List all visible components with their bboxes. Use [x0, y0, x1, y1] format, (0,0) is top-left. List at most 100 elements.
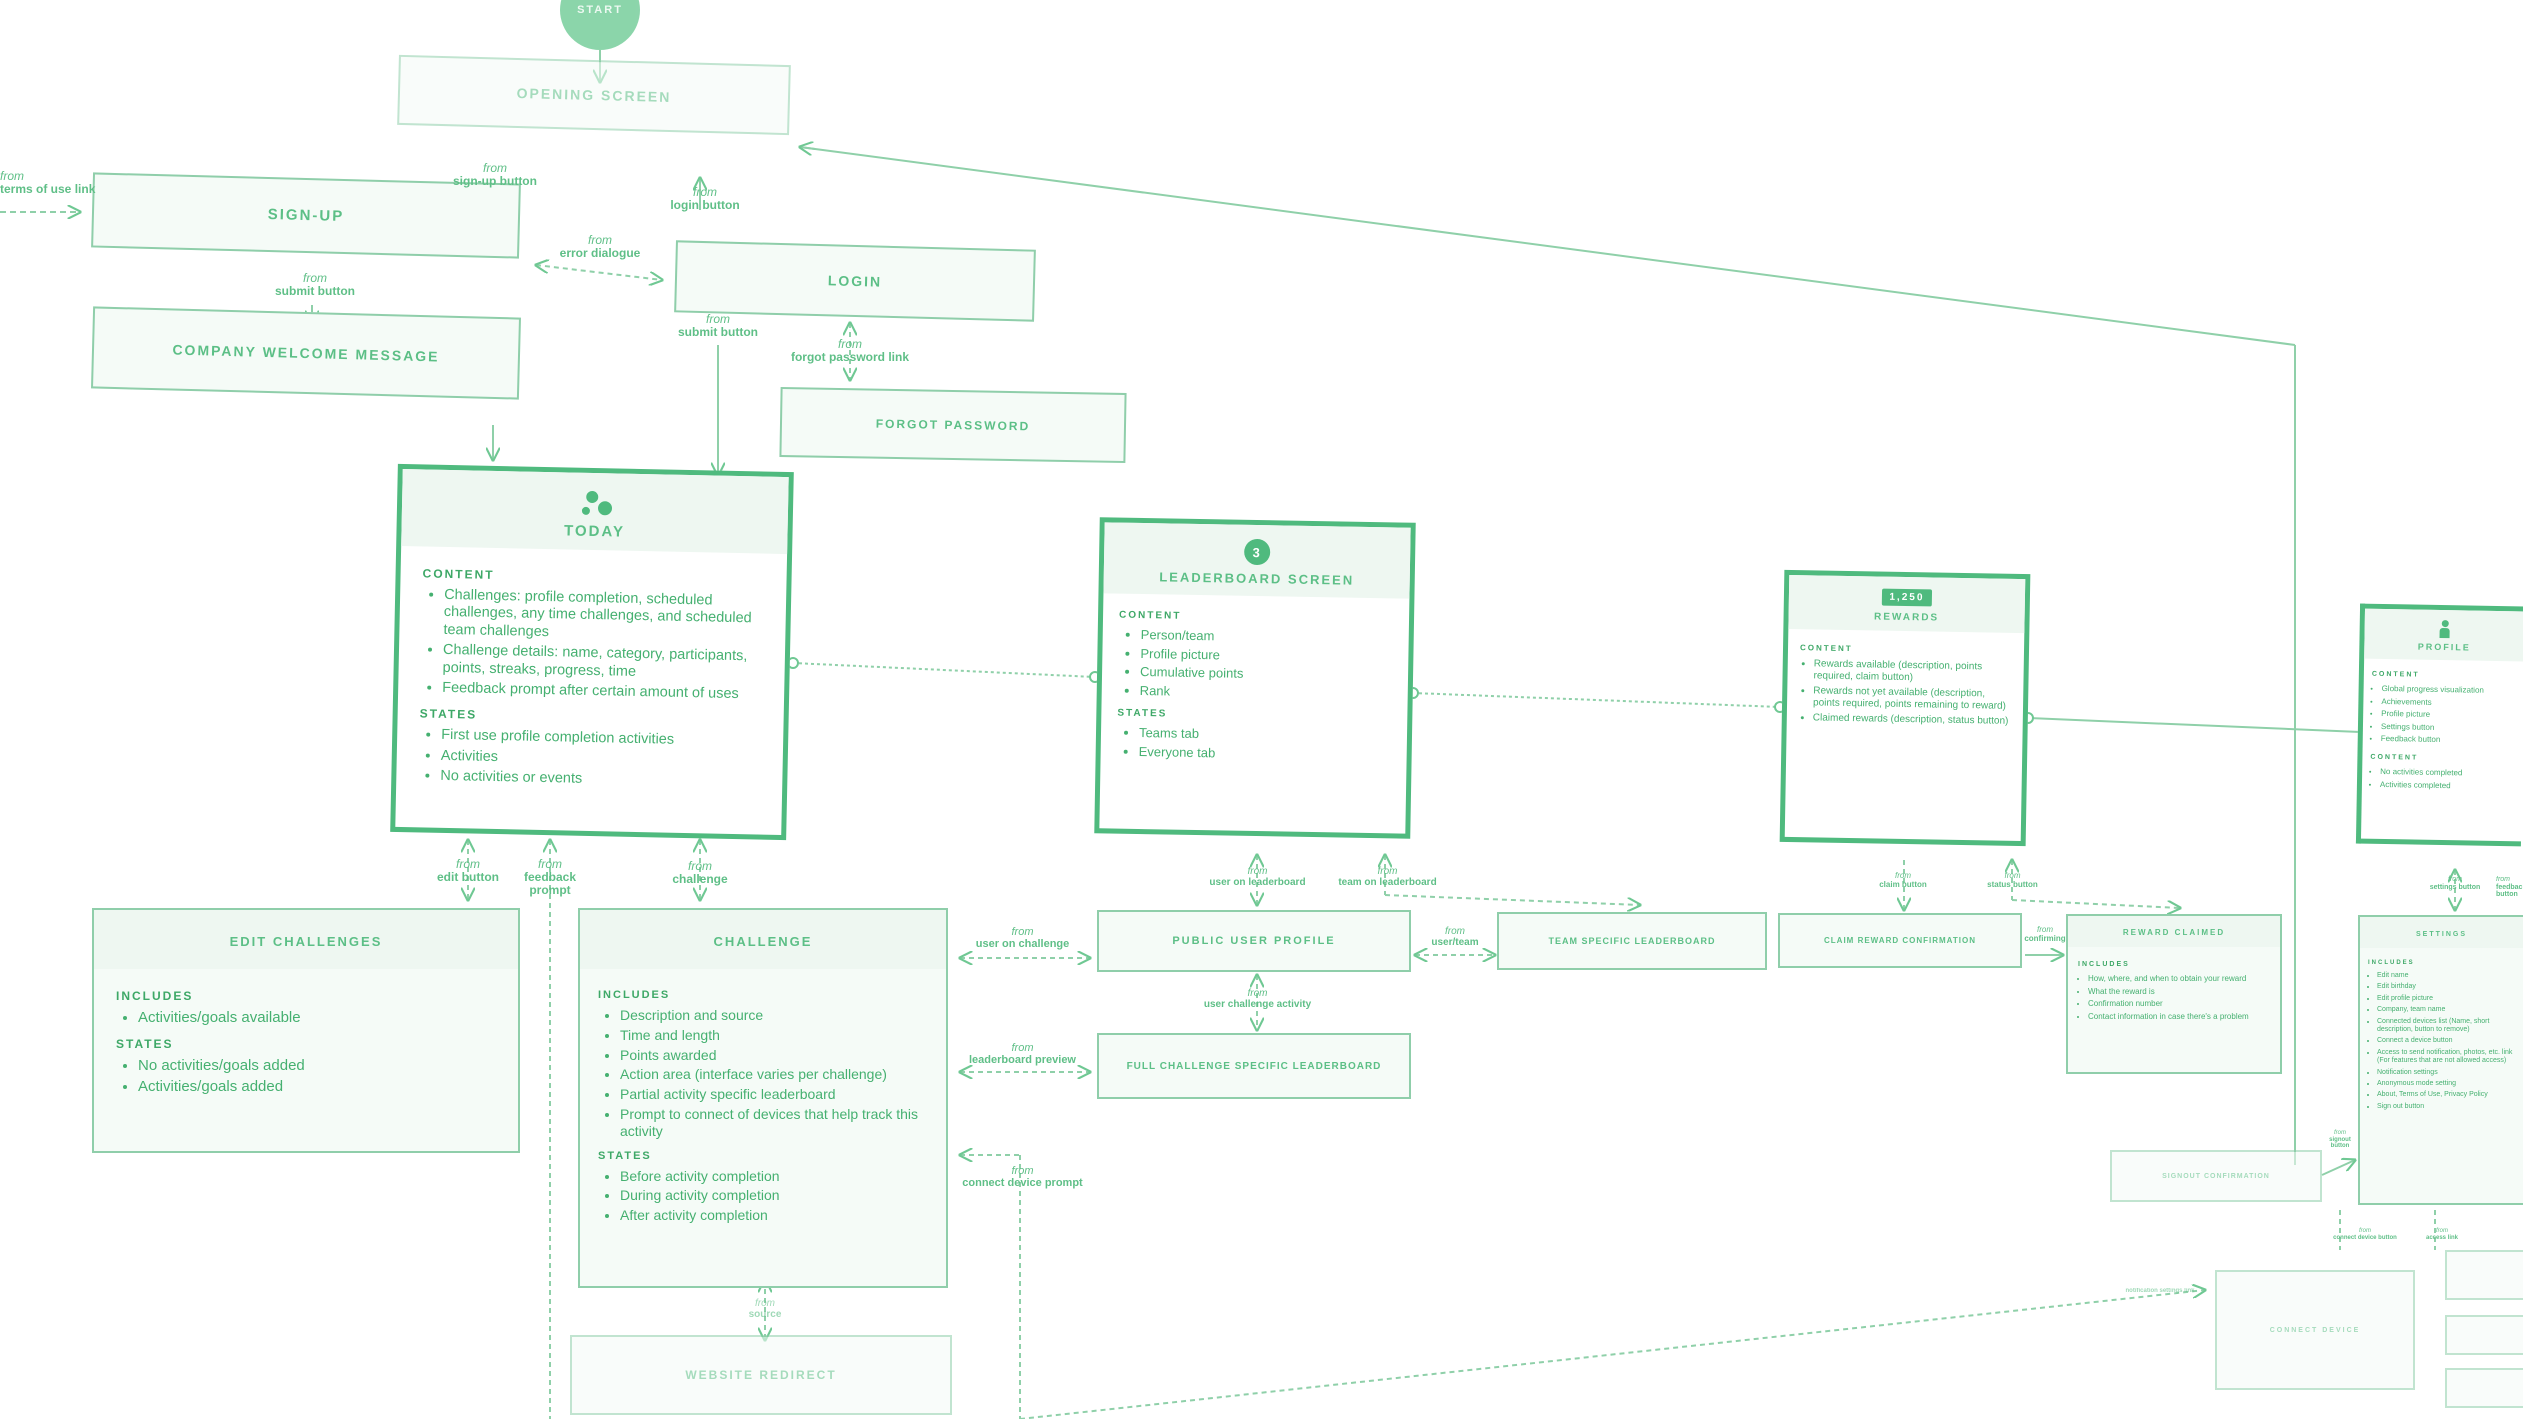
list-item: Activities completed — [2380, 780, 2514, 792]
connector-target: leaderboard preview — [969, 1054, 1076, 1067]
connector-target: user/team — [1431, 937, 1479, 948]
connector-target: edit button — [437, 870, 499, 885]
list-item: Activities/goals added — [138, 1078, 496, 1096]
reward-claimed-includes-label: INCLUDES — [2078, 961, 2130, 968]
list-item: Claimed rewards (description, status but… — [1813, 712, 2011, 727]
profile-box: PROFILE CONTENT Global progress visualiz… — [2355, 603, 2523, 847]
connector-user-challenge-activity: from user challenge activity — [1190, 988, 1325, 1010]
connector-edit-button: from edit button — [418, 857, 518, 885]
website-redirect-label: WEBSITE REDIRECT — [685, 1368, 837, 1382]
edit-includes-list: Activities/goals available — [116, 1009, 496, 1027]
connector-from: from — [1247, 866, 1268, 877]
challenge-states-label: STATES — [598, 1149, 652, 1162]
website-redirect-box: WEBSITE REDIRECT — [570, 1335, 952, 1415]
list-item: Notification settings — [2377, 1069, 2515, 1077]
connector-target: connect device button — [2333, 1234, 2397, 1241]
connector-from: from — [1011, 1042, 1034, 1054]
list-item: Person/team — [1141, 627, 1393, 647]
profile-content-list: Global progress visualization Achievemen… — [2371, 684, 2516, 746]
profile-content-label: CONTENT — [2371, 670, 2420, 679]
today-body: CONTENT Challenges: profile completion, … — [396, 546, 787, 806]
settings-list: Edit name Edit birthday Edit profile pic… — [2368, 972, 2515, 1111]
connector-target: status button — [1987, 879, 2038, 889]
connector-from: from — [1011, 926, 1034, 938]
login-label: LOGIN — [827, 272, 883, 290]
connector-terms-of-use: from terms of use link — [0, 169, 96, 197]
rewards-content-list: Rewards available (description, points r… — [1799, 658, 2012, 728]
public-user-profile-box: PUBLIC USER PROFILE — [1097, 910, 1411, 972]
edit-states-label: STATES — [116, 1037, 174, 1051]
connector-connect-device-button: from connect device button — [2325, 1228, 2405, 1241]
today-content-label: CONTENT — [422, 566, 495, 582]
challenge-includes-label: INCLUDES — [598, 989, 671, 1001]
list-item: How, where, and when to obtain your rewa… — [2088, 974, 2270, 984]
challenge-includes-list: Description and source Time and length P… — [598, 1007, 928, 1140]
connector-from: from — [1895, 871, 1911, 880]
profile-header: PROFILE — [2364, 608, 2523, 662]
connector-target: forgot password link — [790, 350, 909, 365]
challenge-header: CHALLENGE — [580, 910, 946, 969]
today-header: TODAY — [401, 468, 789, 555]
list-item: Edit profile picture — [2377, 995, 2515, 1003]
connector-from: from — [1445, 926, 1465, 937]
list-item: About, Terms of Use, Privacy Policy — [2377, 1091, 2515, 1099]
list-item: Everyone tab — [1139, 744, 1391, 764]
leaderboard-states-label: STATES — [1117, 707, 1168, 720]
edit-states-list: No activities/goals added Activities/goa… — [116, 1057, 496, 1096]
login-box: LOGIN — [674, 240, 1036, 322]
connector-from: from — [688, 859, 712, 873]
connector-from: from — [303, 271, 327, 285]
today-box: TODAY CONTENT Challenges: profile comple… — [390, 463, 794, 841]
edit-challenges-box: EDIT CHALLENGES INCLUDES Activities/goal… — [92, 908, 520, 1153]
connector-error-dialogue: from error dialogue — [540, 233, 660, 260]
company-welcome-label: COMPANY WELCOME MESSAGE — [172, 341, 440, 365]
person-icon — [2439, 620, 2450, 639]
list-item: Company, team name — [2377, 1006, 2515, 1014]
challenge-states-list: Before activity completion During activi… — [598, 1168, 928, 1224]
connector-submit-button-2: from submit button — [658, 312, 778, 339]
connector-signup-button: from sign-up button — [440, 161, 550, 188]
list-item: Feedback prompt after certain amount of … — [442, 680, 762, 704]
list-item: Achievements — [2381, 697, 2515, 709]
claim-reward-confirmation-box: CLAIM REWARD CONFIRMATION — [1778, 913, 2022, 968]
connector-target: challenge — [672, 872, 728, 887]
list-item: Profile picture — [1140, 646, 1392, 666]
connector-from: from — [2436, 1228, 2448, 1234]
connect-device-label: CONNECT DEVICE — [2269, 1326, 2361, 1334]
challenge-box: CHALLENGE INCLUDES Description and sourc… — [578, 908, 948, 1288]
connector-confirming: from confirming — [2020, 925, 2070, 944]
connector-signout-button: from signout button — [2325, 1130, 2355, 1150]
company-welcome-box: COMPANY WELCOME MESSAGE — [91, 306, 521, 400]
connector-from: from — [706, 312, 730, 326]
offscreen-box-1 — [2445, 1250, 2523, 1300]
start-label: START — [577, 4, 623, 16]
connector-from: from — [588, 233, 612, 247]
list-item: Global progress visualization — [2382, 684, 2516, 696]
opening-screen-label: OPENING SCREEN — [516, 84, 672, 106]
profile-content2-label: CONTENT — [2370, 753, 2419, 762]
list-item: Anonymous mode setting — [2377, 1080, 2515, 1088]
offscreen-box-3 — [2445, 1368, 2523, 1408]
reward-claimed-body: INCLUDES How, where, and when to obtain … — [2068, 947, 2280, 1028]
connector-user-team: from user/team — [1420, 926, 1490, 948]
signout-confirmation-label: SIGNOUT CONFIRMATION — [2162, 1172, 2270, 1180]
connector-access-link: from access link — [2412, 1228, 2472, 1241]
list-item: Settings button — [2381, 722, 2515, 734]
leaderboard-content-label: CONTENT — [1118, 609, 1182, 622]
list-item: Teams tab — [1139, 725, 1391, 745]
connector-feedback-button: from feedback button — [2496, 876, 2523, 899]
connector-target: team on leaderboard — [1338, 877, 1437, 888]
list-item: Action area (interface varies per challe… — [620, 1066, 928, 1083]
rewards-box: 1,250 REWARDS CONTENT Rewards available … — [1779, 569, 2031, 847]
connector-submit-button-1: from submit button — [255, 271, 375, 298]
list-item: Before activity completion — [620, 1168, 928, 1185]
edit-challenges-header: EDIT CHALLENGES — [94, 910, 518, 969]
list-item: Rewards not yet available (description, … — [1813, 685, 2011, 712]
list-item: During activity completion — [620, 1187, 928, 1204]
list-item: What the reward is — [2088, 987, 2270, 997]
rewards-title: REWARDS — [1873, 611, 1940, 624]
offscreen-box-2 — [2445, 1315, 2523, 1355]
connector-target: terms of use link — [0, 182, 96, 197]
list-item: Prompt to connect of devices that help t… — [620, 1106, 928, 1140]
